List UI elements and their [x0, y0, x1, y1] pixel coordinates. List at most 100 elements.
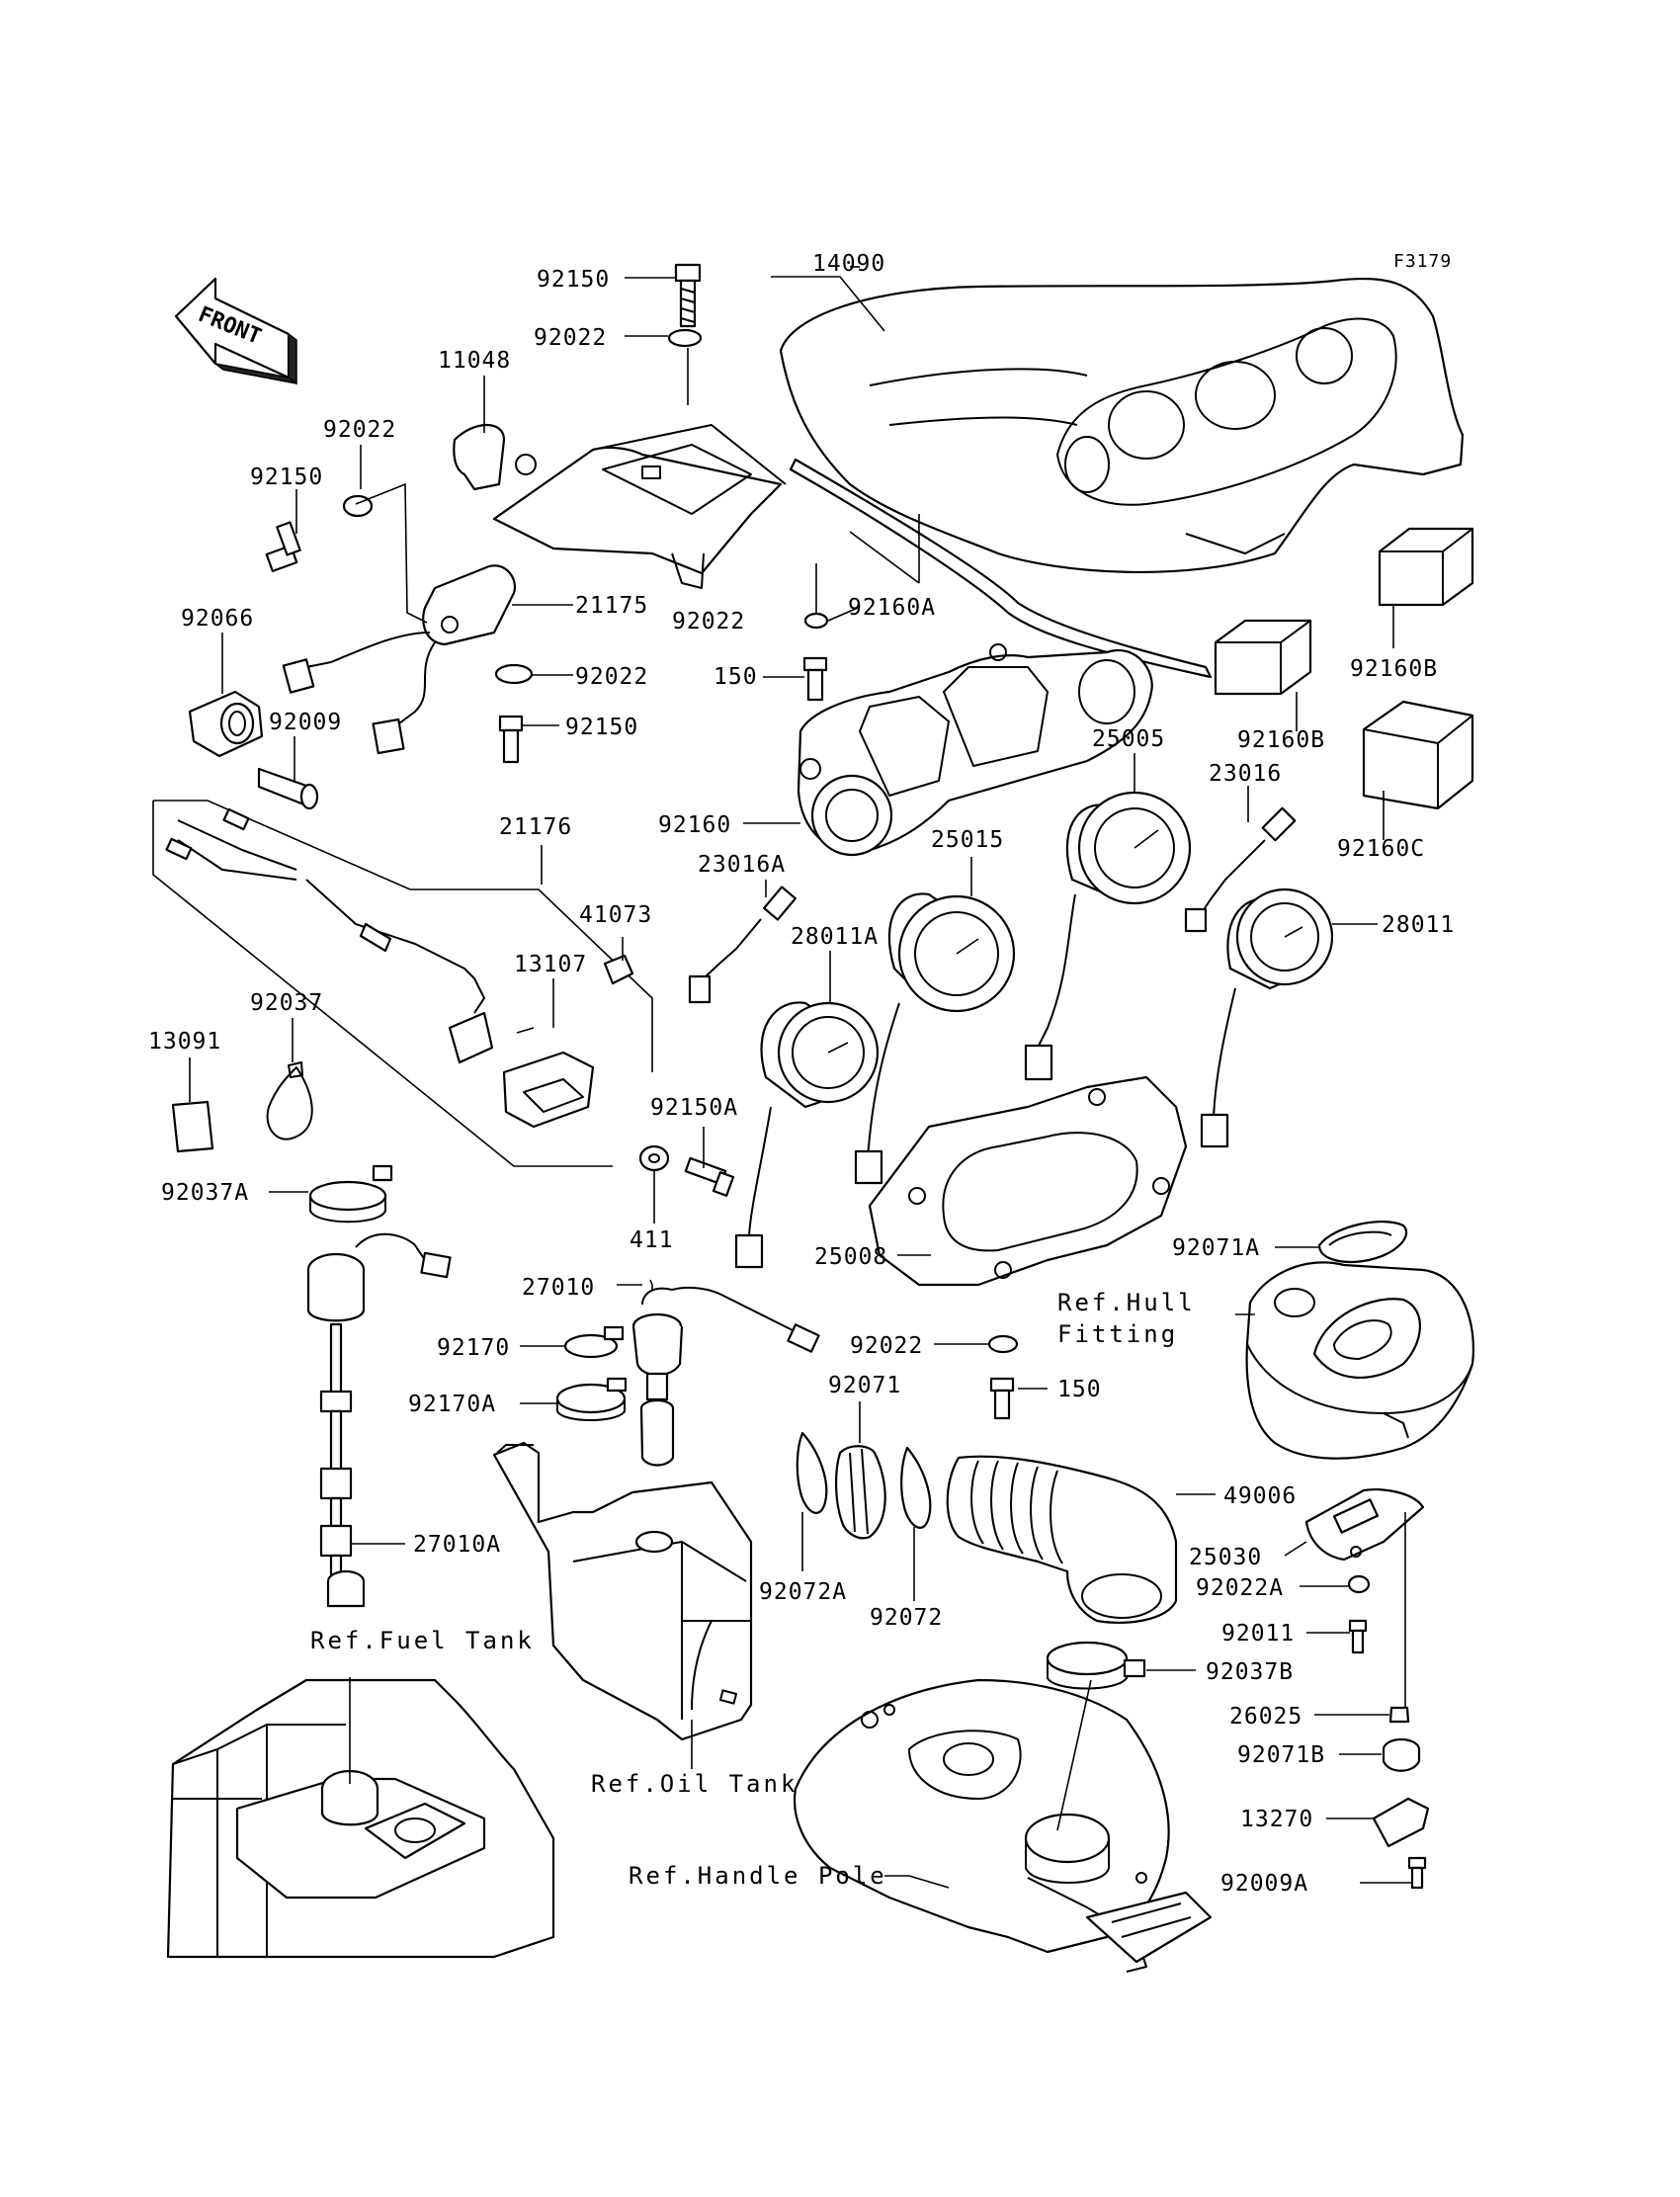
label-92037: 92037: [250, 990, 323, 1016]
label-92160: 92160: [658, 812, 731, 838]
pad-92160b-mid: [1214, 619, 1312, 696]
screw-mid: [498, 715, 524, 764]
gasket-92071a: [1317, 1221, 1408, 1263]
label-92071b: 92071B: [1237, 1742, 1325, 1768]
bolt-92150a: [684, 1156, 735, 1197]
screw-92009: [257, 767, 319, 810]
cap-13091: [171, 1100, 214, 1153]
knob-92071b: [1382, 1737, 1421, 1772]
gauge-25015: [854, 892, 1016, 1185]
label-25030: 25030: [1189, 1545, 1262, 1570]
label-92037a: 92037A: [161, 1180, 249, 1206]
ref-hull-fitting-line1: Ref.Hull: [1057, 1289, 1196, 1316]
label-92009: 92009: [269, 710, 342, 735]
bolt-150-top: [802, 656, 828, 702]
label-25008: 25008: [814, 1244, 887, 1270]
label-41073: 41073: [579, 902, 652, 928]
handle-pole-base: [793, 1678, 1213, 1973]
label-92022-cover: 92022: [672, 609, 745, 634]
gauge-28011: [1200, 887, 1334, 1148]
label-27010: 27010: [522, 1275, 595, 1301]
sensor-23016: [1184, 806, 1297, 933]
label-28011a: 28011A: [791, 924, 879, 950]
clip-92072: [900, 1446, 932, 1529]
label-25005: 25005: [1092, 726, 1165, 752]
oil-tank: [492, 1441, 753, 1741]
ref-hull-fitting-line2: Fitting: [1057, 1320, 1178, 1348]
label-92150-left: 92150: [250, 465, 323, 490]
label-411: 411: [630, 1227, 674, 1253]
label-92037b: 92037B: [1206, 1659, 1294, 1685]
cap-26025: [1388, 1706, 1410, 1724]
clip-92072a: [796, 1431, 828, 1514]
label-92009a: 92009A: [1220, 1871, 1308, 1897]
label-25015: 25015: [931, 827, 1004, 853]
label-92022-top: 92022: [534, 325, 607, 351]
ref-fuel-tank: Ref.Fuel Tank: [310, 1627, 535, 1654]
fuel-tank: [166, 1678, 555, 1959]
label-92022-mid: 92022: [575, 664, 648, 690]
label-150-top: 150: [714, 664, 758, 690]
gasket-strip: [789, 458, 1213, 679]
boot-49006: [946, 1455, 1178, 1624]
label-27010a: 27010A: [413, 1532, 501, 1558]
label-92170a: 92170A: [408, 1392, 496, 1417]
label-28011: 28011: [1382, 912, 1455, 938]
label-21176: 21176: [499, 814, 572, 840]
leader-lines: [189, 266, 1411, 1889]
label-92150a: 92150A: [650, 1095, 738, 1121]
switch-25030: [1304, 1488, 1425, 1562]
label-92072: 92072: [870, 1605, 943, 1631]
label-13091: 13091: [148, 1029, 221, 1055]
label-92071a: 92071A: [1172, 1235, 1260, 1261]
clip-92037: [266, 1061, 313, 1141]
pad-92160c: [1362, 700, 1474, 810]
screw-92011: [1348, 1619, 1368, 1654]
label-92022-left: 92022: [323, 417, 396, 443]
reference-notes: Ref.Hull Fitting Ref.Fuel Tank Ref.Oil T…: [310, 1289, 1196, 1890]
label-92022a: 92022A: [1196, 1575, 1284, 1601]
plate-13270: [1372, 1797, 1430, 1848]
clamp-92170: [563, 1325, 625, 1359]
label-92066: 92066: [181, 606, 254, 632]
label-21175: 21175: [575, 593, 648, 619]
fuel-sensor-27010a: [306, 1232, 452, 1608]
washer-411: [638, 1144, 670, 1172]
oil-sensor-27010: [631, 1286, 820, 1467]
clamp-92170a: [555, 1377, 628, 1421]
ring-92071: [834, 1445, 886, 1540]
label-92160a: 92160A: [848, 595, 936, 621]
hull-fitting: [1245, 1261, 1474, 1460]
screw-92009a: [1407, 1856, 1427, 1890]
pad-92160b-top: [1378, 527, 1474, 607]
harness-group: [152, 800, 653, 1167]
gauge-gasket: [868, 1075, 1188, 1287]
label-23016: 23016: [1209, 761, 1282, 787]
clamp-92037a: [308, 1164, 393, 1224]
label-13107: 13107: [514, 952, 587, 977]
label-49006: 49006: [1223, 1483, 1297, 1509]
label-11048: 11048: [438, 348, 511, 374]
label-92022-low: 92022: [850, 1333, 923, 1359]
figure-code: F3179: [1393, 251, 1452, 272]
label-92011: 92011: [1221, 1621, 1295, 1647]
label-92150-mid: 92150: [565, 715, 638, 740]
washer-cover: [803, 612, 829, 630]
bracket-part: [453, 424, 787, 589]
label-23016a: 23016A: [698, 852, 786, 878]
label-26025: 26025: [1229, 1704, 1302, 1730]
gauge-25005: [1024, 791, 1192, 1081]
switch-part: [188, 690, 264, 758]
cover-part: [779, 277, 1465, 574]
front-arrow-icon: FRONT: [174, 277, 297, 385]
clamp-92037b: [1046, 1641, 1146, 1690]
label-92071: 92071: [828, 1373, 901, 1398]
label-14090: 14090: [812, 251, 885, 277]
label-92170: 92170: [437, 1335, 510, 1361]
bolt-150-low: [989, 1377, 1015, 1420]
label-92150-top: 92150: [537, 267, 610, 293]
sensor-23016a: [688, 886, 797, 1004]
screw-left: [265, 521, 301, 573]
coil-part: [282, 564, 517, 755]
